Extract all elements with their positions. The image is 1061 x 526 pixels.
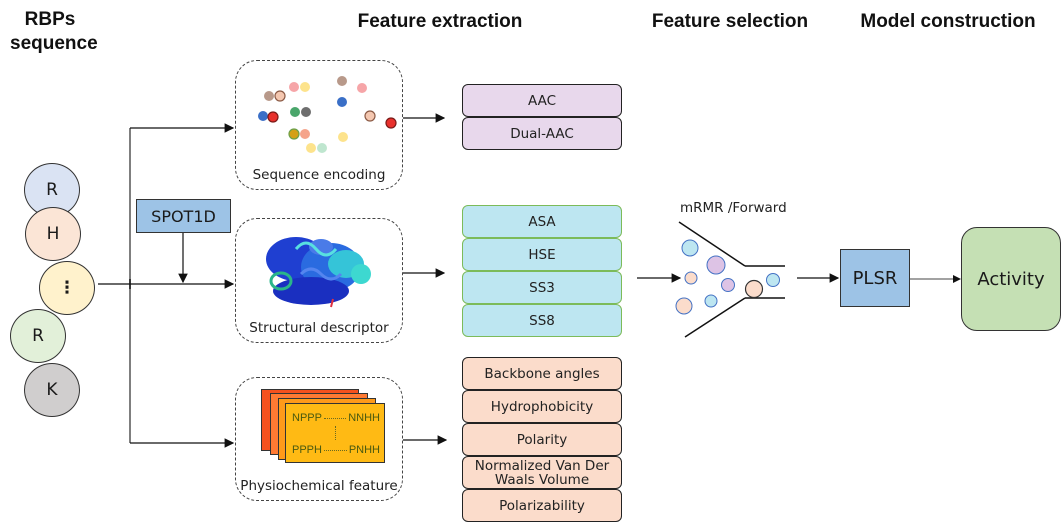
particle <box>675 297 693 315</box>
feature-polarizability: Polarizability <box>462 489 622 522</box>
structural-descriptor-module: Structural descriptor <box>235 218 403 343</box>
card-line-1: NPPP NNHH <box>292 412 380 424</box>
spot1d-box: SPOT1D <box>136 199 231 233</box>
card-line-2: PPPH PNHH <box>292 444 380 456</box>
heading-input-line2: sequence <box>10 33 98 54</box>
particle <box>744 279 764 299</box>
feature-backbone-angles: Backbone angles <box>462 357 622 390</box>
card-front: NPPP NNHH PPPH PNHH <box>285 403 385 463</box>
particle <box>721 278 735 292</box>
sequence-encoding-caption: Sequence encoding <box>252 167 386 183</box>
colored-dots-image <box>258 76 397 153</box>
feature-ss3: SS3 <box>462 271 622 304</box>
feature-ss8: SS8 <box>462 304 622 337</box>
activity-label: Activity <box>977 268 1045 290</box>
plsr-label: PLSR <box>852 267 898 289</box>
selection-method-label: mRMR /Forward <box>680 200 787 216</box>
feature-hydrophobicity: Hydrophobicity <box>462 390 622 423</box>
funnel-top <box>678 221 746 267</box>
heading-model-construction: Model construction <box>860 11 1036 32</box>
feature-asa: ASA <box>462 205 622 238</box>
physiochemical-feature-caption: Physiochemical feature <box>240 478 398 494</box>
feature-aac: AAC <box>462 84 622 117</box>
feature-normalized-vdw-volume: Normalized Van Der Waals Volume <box>462 456 622 489</box>
spot1d-label: SPOT1D <box>151 206 216 226</box>
particle <box>681 239 699 257</box>
stacked-cards-image: NPPP NNHH PPPH PNHH <box>261 389 391 474</box>
feature-dual-aac: Dual-AAC <box>462 117 622 150</box>
plsr-box: PLSR <box>840 249 910 307</box>
heading-input: RBPs sequence <box>10 8 98 56</box>
residue-circle: H <box>25 207 81 261</box>
heading-input-line1: RBPs <box>24 9 76 30</box>
activity-box: Activity <box>961 227 1061 331</box>
structural-descriptor-caption: Structural descriptor <box>249 320 389 336</box>
funnel-bottom <box>684 297 746 338</box>
heading-feature-extraction: Feature extraction <box>357 11 523 32</box>
physiochemical-feature-module: NPPP NNHH PPPH PNHH Physiochemical featu… <box>235 377 403 501</box>
sequence-encoding-module: Sequence encoding <box>235 60 403 190</box>
residue-circle-ellipsis: ⋮ <box>39 261 95 315</box>
particle <box>766 273 780 287</box>
card-vertical-dots <box>335 426 336 440</box>
particle <box>684 271 698 285</box>
heading-feature-selection: Feature selection <box>651 11 809 32</box>
particle <box>706 255 726 275</box>
residue-circle: K <box>24 363 80 417</box>
residue-circle: R <box>10 309 66 363</box>
protein-structure-image <box>266 237 371 308</box>
feature-hse: HSE <box>462 238 622 271</box>
particle <box>704 294 718 308</box>
feature-polarity: Polarity <box>462 423 622 456</box>
